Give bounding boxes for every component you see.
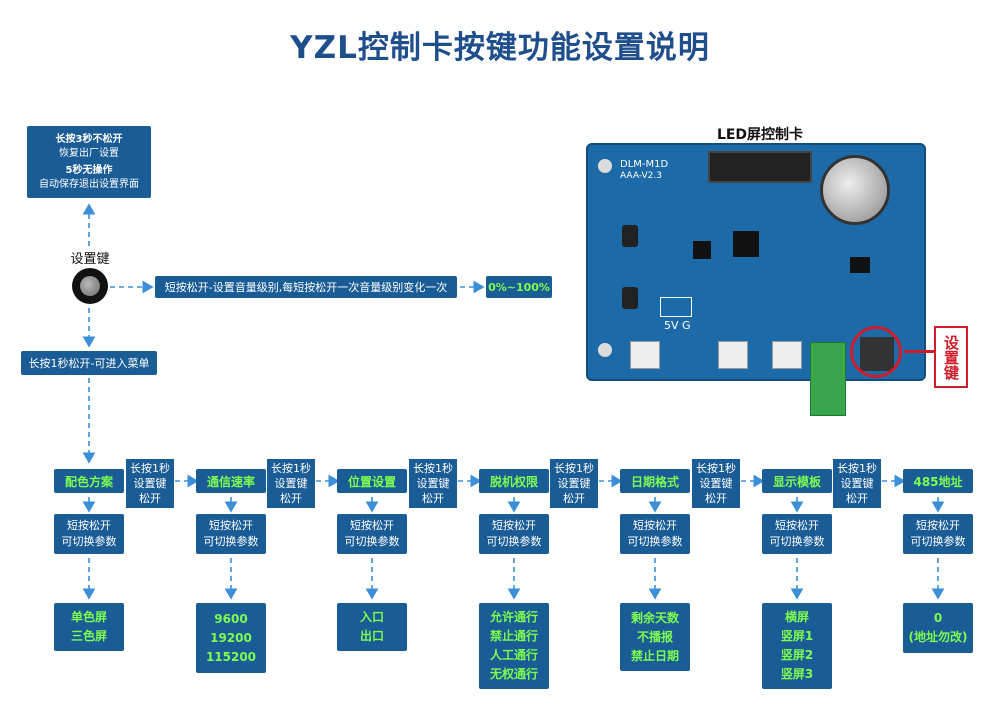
ribbon-connector bbox=[708, 151, 812, 183]
desc-box-6: 短按松开可切换参数 bbox=[762, 514, 832, 554]
option-item: 禁止日期 bbox=[630, 648, 679, 663]
mount-hole bbox=[598, 159, 612, 173]
chip bbox=[693, 241, 711, 259]
menu-item-color-scheme: 配色方案 bbox=[54, 469, 124, 493]
set-key-knob bbox=[80, 276, 100, 296]
short-press-box: 短按松开-设置音量级别,每短按松开一次音量级别变化一次 bbox=[155, 276, 457, 298]
connector-4: 长按1秒设置键松开 bbox=[550, 459, 598, 508]
options-display-template: 横屏 竖屏1 竖屏2 竖屏3 bbox=[762, 603, 832, 689]
menu-item-485-address: 485地址 bbox=[903, 469, 973, 493]
board-label: LED屏控制卡 bbox=[716, 127, 804, 143]
reset-line3: 5秒无操作 bbox=[65, 164, 113, 176]
factory-reset-box: 长按3秒不松开 恢复出厂设置 5秒无操作 自动保存退出设置界面 bbox=[27, 126, 151, 198]
desc-box-2: 短按松开可切换参数 bbox=[196, 514, 266, 554]
option-item: 入口 bbox=[359, 610, 384, 624]
desc-box-3: 短按松开可切换参数 bbox=[337, 514, 407, 554]
options-baud-rate: 9600 19200 115200 bbox=[196, 603, 266, 673]
set-key-button[interactable] bbox=[72, 268, 108, 304]
option-item: 禁止通行 bbox=[489, 629, 538, 643]
option-item: 出口 bbox=[359, 629, 384, 643]
chip bbox=[850, 257, 870, 273]
reset-line2: 恢复出厂设置 bbox=[59, 147, 119, 159]
mount-hole bbox=[598, 343, 612, 357]
white-connector bbox=[772, 341, 802, 369]
option-item: 三色屏 bbox=[70, 629, 107, 643]
menu-entry-text: 长按1秒松开-可进入菜单 bbox=[28, 357, 150, 370]
option-item: 竖屏3 bbox=[780, 667, 814, 681]
options-offline-permission: 允许通行 禁止通行 人工通行 无权通行 bbox=[479, 603, 549, 689]
page-title: YZL控制卡按键功能设置说明 bbox=[290, 30, 710, 66]
menu-item-display-template: 显示模板 bbox=[762, 469, 832, 493]
option-item: 剩余天数 bbox=[630, 610, 679, 625]
menu-item-offline-permission: 脱机权限 bbox=[479, 469, 549, 493]
short-press-text: 短按松开-设置音量级别,每短按松开一次音量级别变化一次 bbox=[164, 281, 448, 294]
options-position: 入口 出口 bbox=[337, 603, 407, 651]
desc-box-1: 短按松开可切换参数 bbox=[54, 514, 124, 554]
option-item: 0 bbox=[933, 611, 943, 625]
options-color-scheme: 单色屏 三色屏 bbox=[54, 603, 124, 651]
reset-line4: 自动保存退出设置界面 bbox=[39, 178, 139, 190]
green-terminal bbox=[810, 342, 846, 416]
desc-box-4: 短按松开可切换参数 bbox=[479, 514, 549, 554]
option-item: 不播报 bbox=[636, 629, 673, 644]
board-power-text: 5V G bbox=[664, 319, 691, 332]
option-item: 9600 bbox=[214, 611, 248, 626]
set-key-side-label: 设置键 bbox=[934, 326, 968, 388]
option-item: 竖屏2 bbox=[780, 648, 814, 662]
option-item: 允许通行 bbox=[489, 610, 538, 624]
options-date-format: 剩余天数 不播报 禁止日期 bbox=[620, 603, 690, 671]
connector-outline bbox=[660, 297, 692, 317]
volume-range-text: 0%~100% bbox=[488, 280, 550, 294]
highlight-line bbox=[904, 350, 934, 353]
volume-range-box: 0%~100% bbox=[486, 276, 552, 298]
connector-6: 长按1秒设置键松开 bbox=[833, 459, 881, 508]
capacitor bbox=[622, 287, 638, 309]
reset-line1: 长按3秒不松开 bbox=[55, 133, 123, 145]
board-version-text: AAA-V2.3 bbox=[620, 171, 662, 181]
option-item: (地址勿改) bbox=[908, 630, 968, 644]
set-key-label: 设置键 bbox=[70, 252, 110, 267]
option-item: 19200 bbox=[210, 630, 252, 645]
menu-item-position: 位置设置 bbox=[337, 469, 407, 493]
white-connector bbox=[718, 341, 748, 369]
capacitor bbox=[622, 225, 638, 247]
connector-1: 长按1秒设置键松开 bbox=[126, 459, 174, 508]
option-item: 115200 bbox=[205, 649, 257, 664]
connector-2: 长按1秒设置键松开 bbox=[267, 459, 315, 508]
board-model-text: DLM-M1D bbox=[620, 159, 669, 170]
menu-item-date-format: 日期格式 bbox=[620, 469, 690, 493]
option-item: 单色屏 bbox=[70, 610, 107, 624]
white-connector bbox=[630, 341, 660, 369]
desc-box-7: 短按松开可切换参数 bbox=[903, 514, 973, 554]
connector-3: 长按1秒设置键松开 bbox=[409, 459, 457, 508]
set-key-highlight-circle bbox=[850, 326, 902, 378]
menu-item-baud-rate: 通信速率 bbox=[196, 469, 266, 493]
desc-box-5: 短按松开可切换参数 bbox=[620, 514, 690, 554]
option-item: 竖屏1 bbox=[780, 629, 814, 643]
option-item: 横屏 bbox=[784, 610, 809, 624]
options-485-address: 0 (地址勿改) bbox=[903, 603, 973, 653]
option-item: 无权通行 bbox=[489, 667, 538, 681]
menu-entry-box: 长按1秒松开-可进入菜单 bbox=[21, 351, 157, 375]
connector-5: 长按1秒设置键松开 bbox=[692, 459, 740, 508]
coin-battery bbox=[820, 155, 890, 225]
chip bbox=[733, 231, 759, 257]
option-item: 人工通行 bbox=[489, 648, 538, 662]
